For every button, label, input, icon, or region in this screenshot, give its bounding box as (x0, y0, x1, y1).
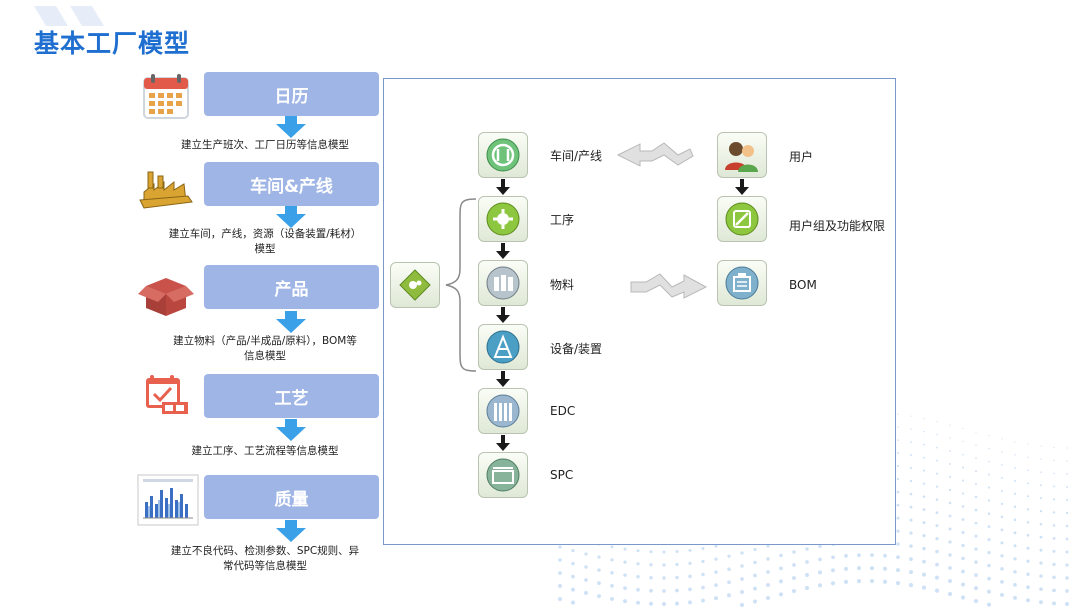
material-icon (486, 266, 520, 300)
user-group-node (717, 196, 767, 242)
data-collection-icon (486, 394, 520, 428)
page-title: 基本工厂模型 (34, 29, 191, 58)
chart-report-icon (137, 474, 199, 526)
spc-label: SPC (550, 468, 574, 482)
down-arrow-icon (276, 311, 306, 333)
operation-node (478, 196, 528, 242)
workshop-node (478, 132, 528, 178)
bom-label: BOM (789, 278, 817, 292)
material-node (478, 260, 528, 306)
workshop-label: 车间/产线 (550, 149, 603, 163)
step-box-product: 产品 (204, 265, 379, 309)
edc-node (478, 388, 528, 434)
user-group-label: 用户组及功能权限 (789, 219, 886, 233)
spc-icon (486, 458, 520, 492)
schedule-icon (146, 375, 188, 414)
workshop-line-icon (486, 138, 520, 172)
lightning-arrow-right (630, 273, 708, 299)
permission-edit-icon (725, 202, 759, 236)
step-box-quality: 质量 (204, 475, 379, 519)
spc-node (478, 452, 528, 498)
operation-label: 工序 (550, 213, 575, 227)
gear-diamond-icon (399, 269, 431, 301)
factory-icon (139, 171, 193, 209)
step-desc-calendar: 建立生产班次、工厂日历等信息模型 (181, 139, 349, 151)
edc-label: EDC (550, 404, 576, 418)
step-desc-process: 建立工序、工艺流程等信息模型 (191, 445, 339, 457)
step-box-workshop: 车间&产线 (204, 162, 379, 206)
user-node (717, 132, 767, 178)
factory-model-node (390, 262, 440, 308)
material-label: 物料 (550, 278, 575, 292)
model-diagram-panel: 车间/产线 工序 物料 设备/装置 (383, 78, 896, 545)
equipment-node (478, 324, 528, 370)
down-arrow-icon (276, 419, 306, 441)
step-desc-quality: 建立不良代码、检测参数、SPC规则、异 常代码等信息模型 (170, 545, 360, 572)
step-box-process: 工艺 (204, 374, 379, 418)
lightning-arrow-left (616, 142, 694, 167)
step-box-calendar: 日历 (204, 72, 379, 116)
equipment-icon (486, 330, 520, 364)
calendar-icon (143, 74, 189, 119)
step-desc-product: 建立物料（产品/半成品/原料），BOM等 信息模型 (173, 335, 357, 362)
diagram-connectors (445, 142, 749, 451)
down-arrow-icon (276, 206, 306, 228)
bom-node (717, 260, 767, 306)
equipment-label: 设备/装置 (550, 342, 603, 356)
down-arrow-icon (276, 520, 306, 542)
bom-icon (725, 266, 759, 300)
users-icon (725, 142, 758, 172)
step-desc-workshop: 建立车间，产线，资源（设备装置/耗材） 模型 (168, 228, 362, 255)
step-list: 日历 建立生产班次、工厂日历等信息模型 车间&产线 建立车间，产线，资源（设备装… (0, 0, 380, 608)
gear-icon (486, 202, 520, 236)
corner-decoration (34, 6, 104, 26)
user-label: 用户 (789, 150, 814, 164)
down-arrow-icon (276, 116, 306, 138)
box-icon (138, 278, 194, 316)
